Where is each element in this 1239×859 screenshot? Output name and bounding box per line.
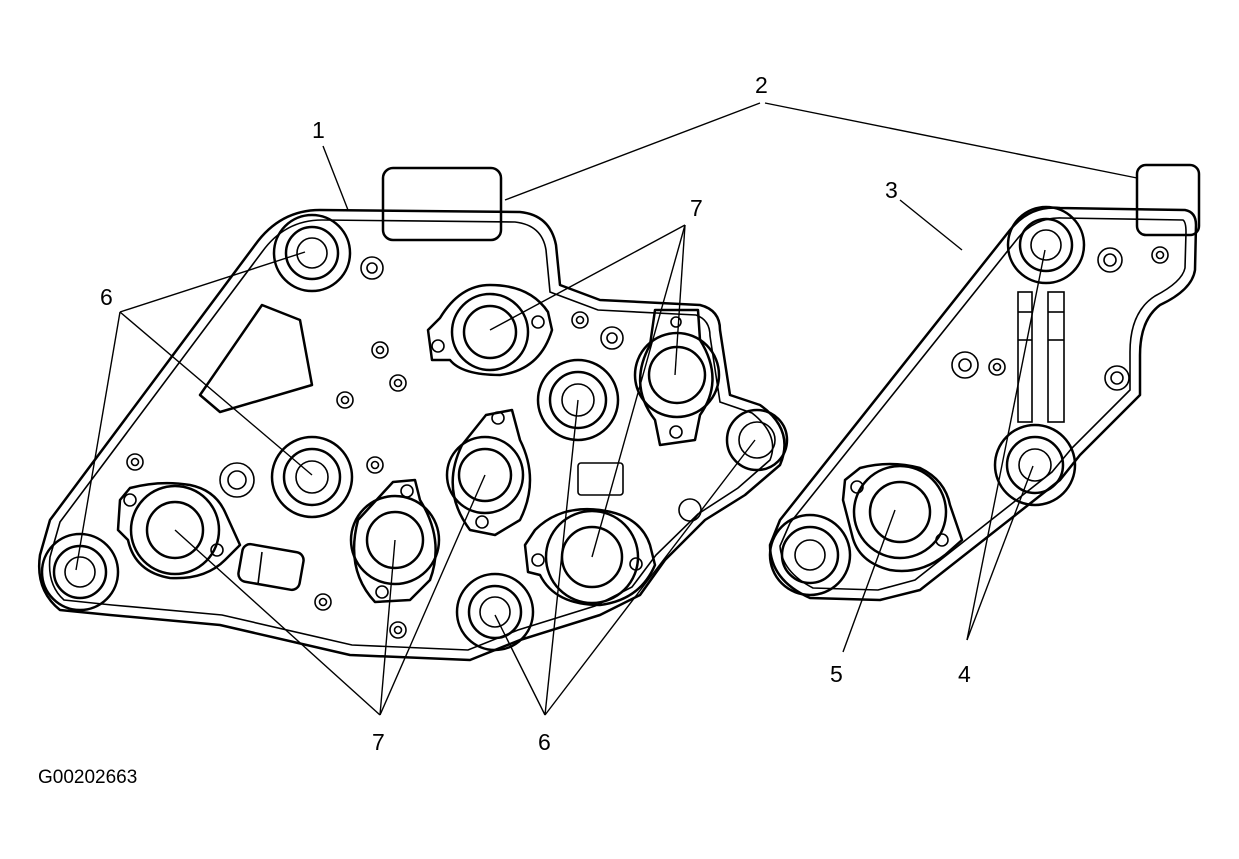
right-bore-top <box>1006 205 1086 285</box>
callout-4: 4 <box>958 661 971 687</box>
callout-5: 5 <box>830 661 843 687</box>
left-slots <box>237 462 624 592</box>
left-connector-tab <box>381 166 503 242</box>
right-bore-lower-left <box>768 513 852 597</box>
solenoid-seat-middle <box>445 408 532 537</box>
right-gasket-inner-outline <box>779 217 1187 591</box>
left-gasket-inner-outline <box>48 219 774 651</box>
left-gasket-cutout <box>198 303 314 414</box>
right-bolt-holes <box>951 246 1169 391</box>
left-gasket <box>38 208 789 662</box>
callout-labels: 1 2 3 4 5 6 6 7 7 <box>100 72 971 755</box>
bore-right-edge <box>725 408 789 472</box>
callout-3: 3 <box>885 177 898 203</box>
solenoid-seat-lower-middle <box>349 478 441 604</box>
left-gasket-outline <box>38 208 786 662</box>
figure-id: G00202663 <box>38 767 137 788</box>
left-bolt-holes <box>126 256 702 639</box>
callout-1: 1 <box>312 117 325 143</box>
callout-6-bottom: 6 <box>538 729 551 755</box>
bore-center-left <box>270 435 354 519</box>
callout-7-top: 7 <box>690 195 703 221</box>
right-connector-tab <box>1135 163 1201 237</box>
leader-lines <box>75 102 1138 716</box>
solenoid-seat-lower-left <box>116 481 242 580</box>
right-solenoid-seat <box>841 462 964 573</box>
bore-bottom-center <box>455 572 535 652</box>
callout-7-bottom: 7 <box>372 729 385 755</box>
right-bore-middle <box>993 423 1077 507</box>
solenoid-seat-right <box>633 308 721 447</box>
solenoid-seat-lower-right <box>523 508 657 607</box>
solenoid-seat-top <box>426 283 554 377</box>
callout-6-left: 6 <box>100 284 113 310</box>
bore-top-left <box>272 213 352 293</box>
bore-center-right <box>536 358 620 442</box>
right-gasket <box>768 205 1198 602</box>
right-slots <box>1017 291 1065 423</box>
callout-2: 2 <box>755 72 768 98</box>
